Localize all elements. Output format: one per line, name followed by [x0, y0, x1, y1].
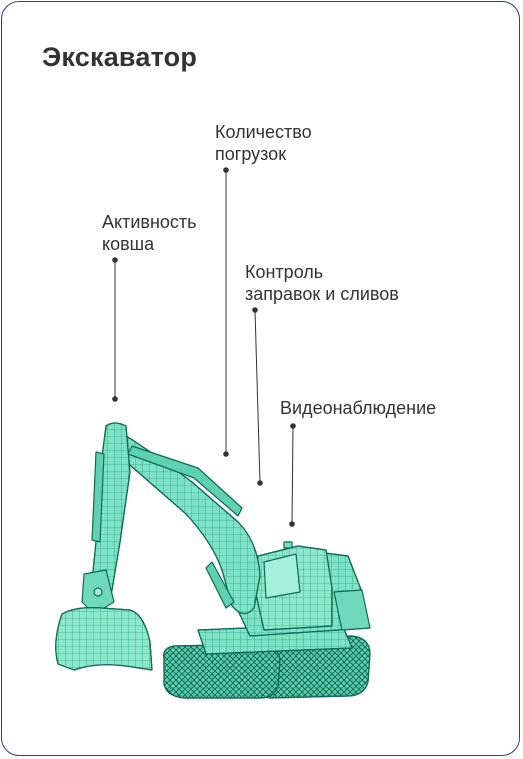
label-video-line1: Видеонаблюдение	[280, 398, 437, 418]
label-load-count: Количество погрузок	[215, 121, 312, 165]
label-load-count-line2: погрузок	[215, 144, 287, 164]
excavator-illustration	[55, 422, 371, 699]
label-bucket-activity-line2: ковша	[102, 234, 155, 254]
label-load-count-line1: Количество	[215, 122, 312, 142]
label-bucket-activity-line1: Активность	[102, 212, 197, 232]
callout-load-count	[223, 167, 229, 457]
label-fuel-control: Контроль заправок и сливов	[245, 261, 399, 305]
label-video: Видеонаблюдение	[280, 397, 436, 419]
label-bucket-activity: Активность ковша	[102, 211, 197, 255]
label-fuel-control-line2: заправок и сливов	[245, 284, 399, 304]
callout-video	[289, 423, 296, 527]
track-front	[163, 643, 281, 699]
callout-bucket-activity	[112, 257, 118, 402]
label-fuel-control-line1: Контроль	[245, 262, 324, 282]
callout-fuel-control	[252, 307, 263, 486]
card-title: Экскаватор	[42, 42, 198, 72]
